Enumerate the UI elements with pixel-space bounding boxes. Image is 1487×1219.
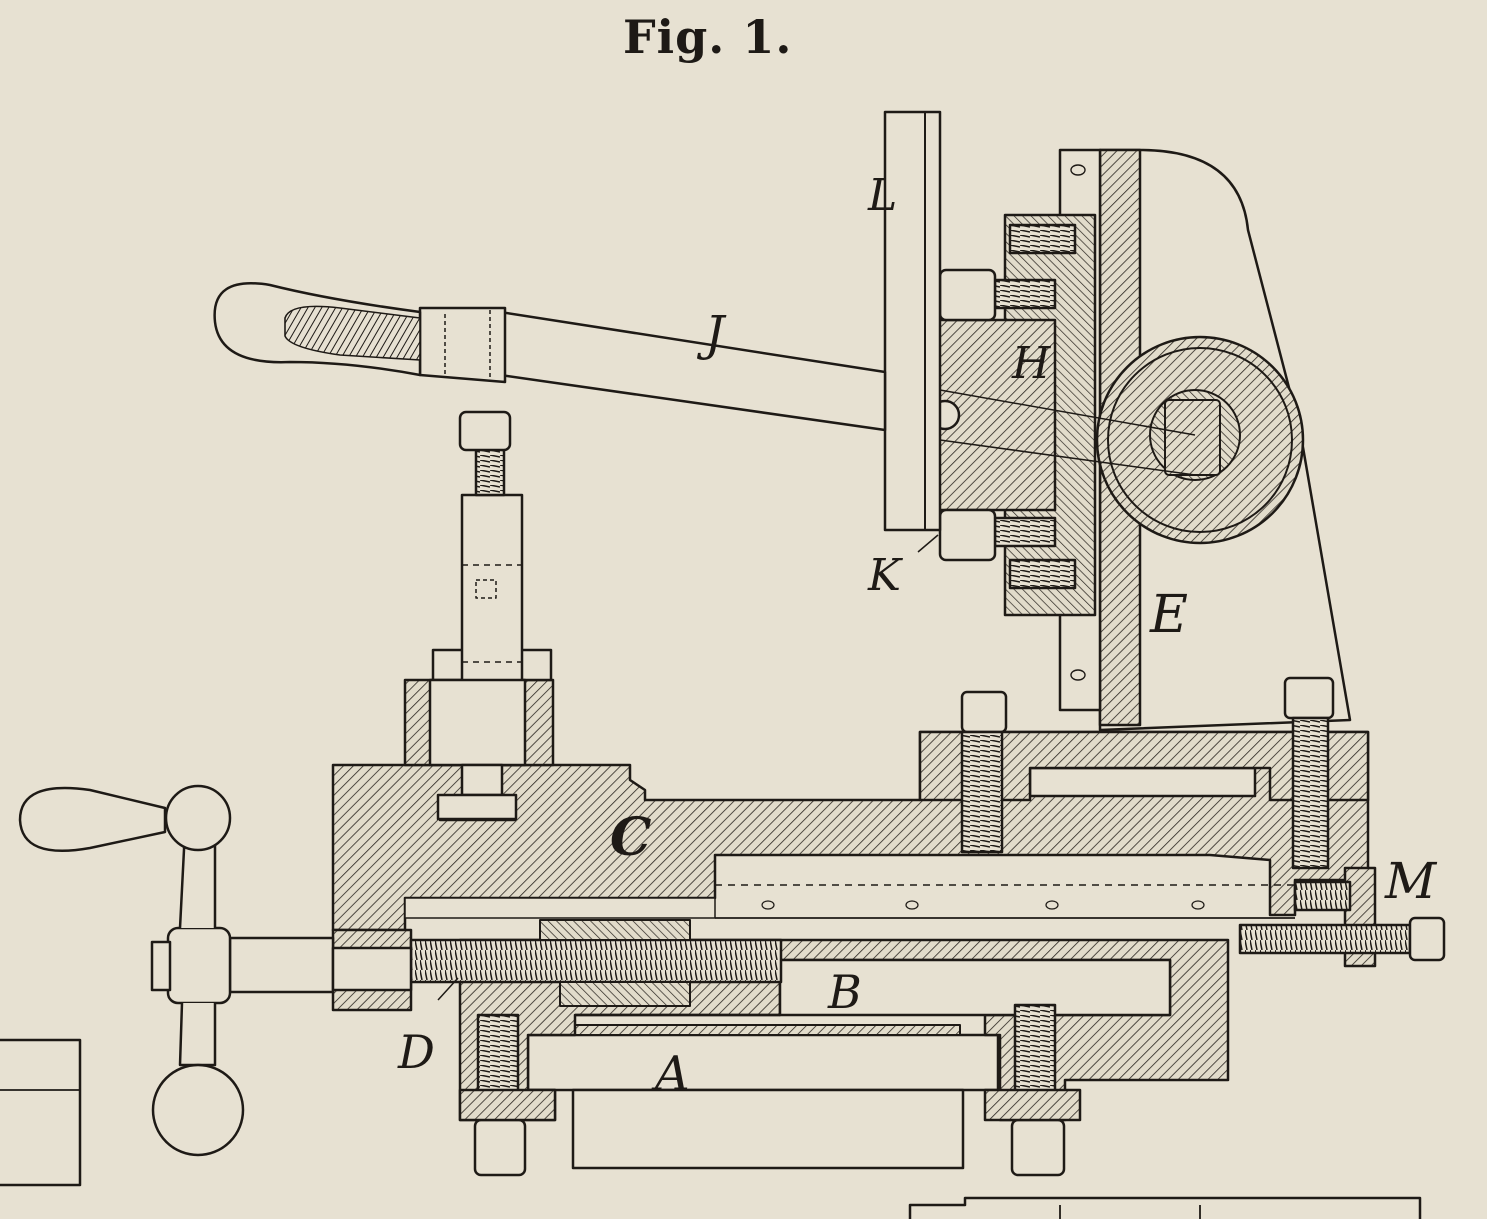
label-h: H — [1011, 338, 1052, 389]
label-b: B — [827, 965, 862, 1019]
figure-title: Fig. 1. — [623, 10, 793, 64]
eccentric-wheel — [939, 335, 1305, 545]
label-l: L — [867, 170, 897, 221]
left-edge-fragment — [0, 1038, 82, 1187]
label-a: A — [651, 1046, 690, 1102]
label-c: C — [610, 807, 651, 868]
base-block-a — [526, 1024, 1000, 1170]
clamp-screw-post — [403, 410, 555, 821]
head-block-h — [929, 213, 1097, 617]
adjusting-screw-m — [1238, 866, 1446, 968]
carriage-bolt-right — [983, 1003, 1082, 1177]
carriage-bolt-left — [458, 1013, 557, 1177]
label-e: E — [1149, 585, 1188, 645]
lever-handle-j — [213, 282, 887, 432]
frame-bolt-left — [960, 690, 1008, 854]
label-k: K — [867, 550, 903, 601]
lead-screw — [228, 919, 783, 1012]
label-d: D — [397, 1025, 435, 1079]
crank-handle — [18, 784, 245, 1157]
label-m: M — [1384, 852, 1438, 910]
bottom-edge-fragment — [908, 1196, 1422, 1219]
frame-bolt-right — [1283, 676, 1335, 870]
